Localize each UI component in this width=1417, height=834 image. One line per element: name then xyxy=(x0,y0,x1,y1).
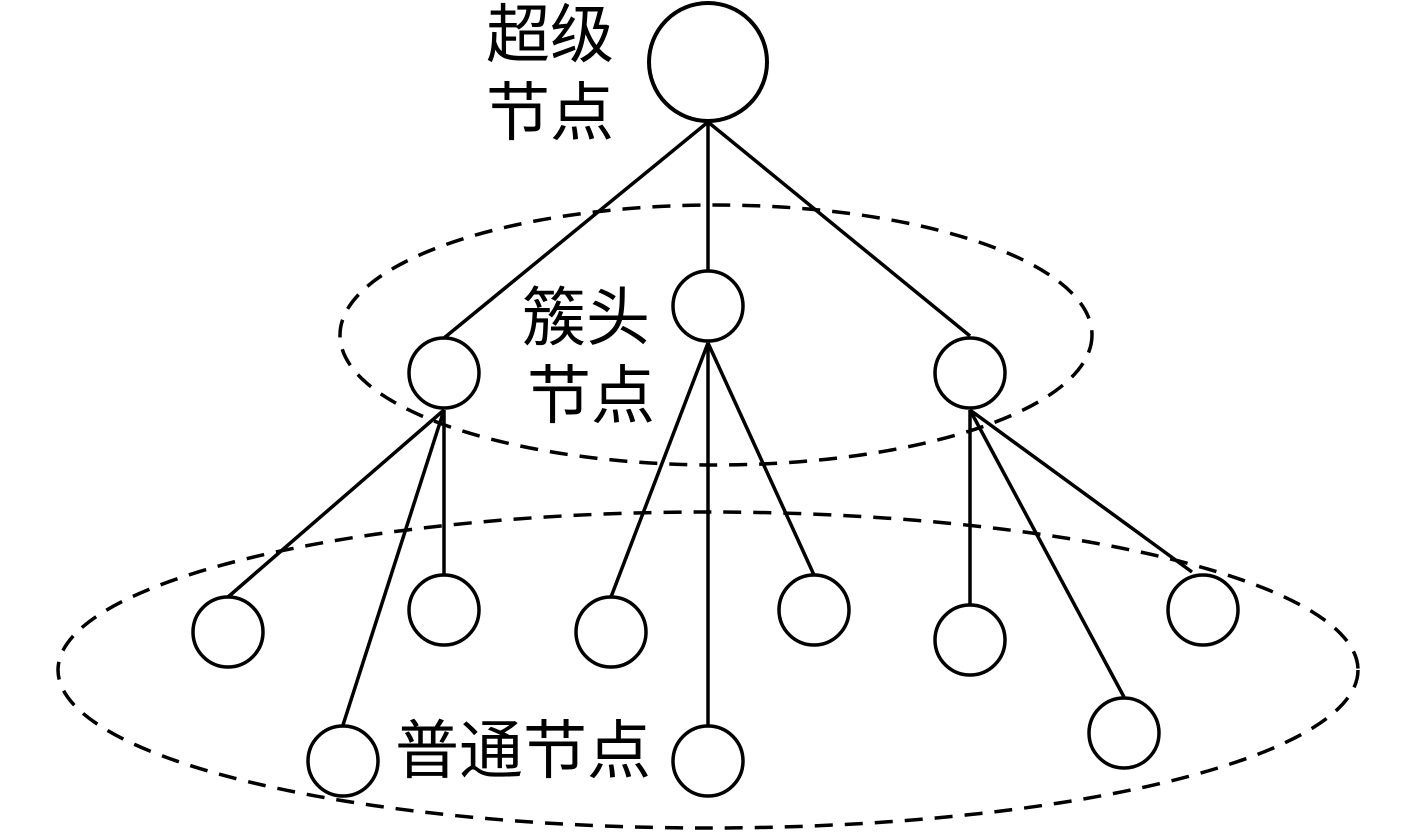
normal-node xyxy=(191,595,265,669)
cluster-head-node-left xyxy=(407,336,481,410)
normal-node xyxy=(671,724,745,798)
edge-super-head-right xyxy=(706,120,972,338)
cluster-head-node-center xyxy=(671,269,745,343)
cluster-head-label-line1: 簇头 xyxy=(522,282,650,356)
edges xyxy=(226,120,1194,726)
super-node-label-line1: 超级 xyxy=(486,0,614,73)
normal-node xyxy=(407,573,481,647)
normal-node xyxy=(1166,573,1240,647)
edge-head-right-n9 xyxy=(968,408,1194,574)
cluster-head-label-line2: 节点 xyxy=(527,360,655,434)
cluster-head-region xyxy=(338,203,1094,467)
normal-node-label: 普通节点 xyxy=(395,715,651,789)
nodes xyxy=(191,1,1240,798)
normal-node xyxy=(933,603,1007,677)
edge-head-left-n1 xyxy=(226,408,446,599)
super-node-label-line2: 节点 xyxy=(486,77,614,151)
edge-head-left-n2 xyxy=(341,409,446,726)
edge-head-right-n8 xyxy=(968,409,1126,698)
edge-head-center-n6 xyxy=(706,342,816,576)
normal-node xyxy=(306,724,380,798)
normal-node xyxy=(777,573,851,647)
normal-node xyxy=(574,595,648,669)
labels: 超级 节点 簇头 节点 普通节点 xyxy=(395,0,655,789)
cluster-head-node-right xyxy=(933,336,1007,410)
normal-node xyxy=(1087,696,1161,770)
edge-super-head-left xyxy=(442,120,710,340)
super-node xyxy=(647,1,769,123)
edge-head-center-n4 xyxy=(609,342,710,598)
